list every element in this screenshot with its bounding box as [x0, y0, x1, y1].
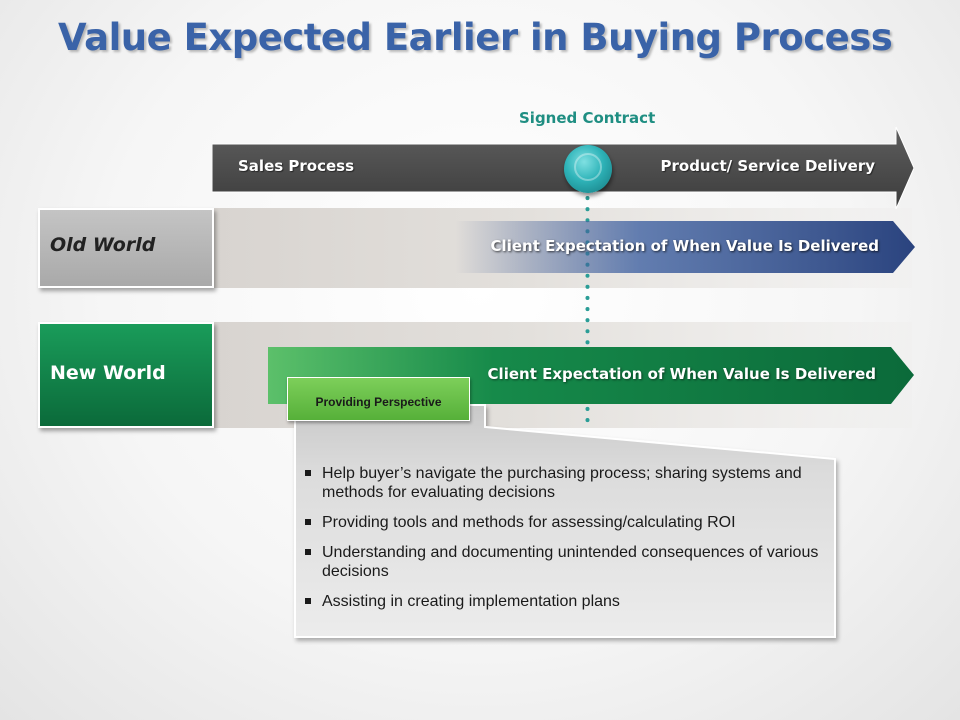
milestone-inner-ring	[574, 153, 602, 181]
new-world-box	[38, 322, 214, 428]
old-world-expectation-arrow	[455, 221, 915, 273]
bullet-square-icon	[305, 519, 311, 525]
bullet-text: Providing tools and methods for assessin…	[322, 514, 736, 531]
product-service-delivery-label: Product/ Service Delivery	[660, 157, 876, 175]
signed-contract-label: Signed Contract	[519, 109, 656, 127]
old-world-box	[38, 208, 214, 288]
old-world-expectation-label: Client Expectation of When Value Is Deli…	[490, 237, 879, 255]
perspective-callout-box	[294, 404, 836, 638]
bullet-item: Assisting in creating implementation pla…	[305, 592, 825, 611]
bullet-item: Help buyer’s navigate the purchasing pro…	[305, 464, 825, 502]
bullet-square-icon	[305, 549, 311, 555]
bullet-text: Understanding and documenting unintended…	[322, 544, 819, 580]
bullet-square-icon	[305, 470, 311, 476]
new-world-expectation-label: Client Expectation of When Value Is Deli…	[487, 365, 876, 383]
bullet-square-icon	[305, 598, 311, 604]
new-world-label: New World	[50, 362, 166, 384]
providing-perspective-label: Providing Perspective	[315, 395, 442, 409]
bullet-item: Understanding and documenting unintended…	[305, 543, 825, 581]
bullet-item: Providing tools and methods for assessin…	[305, 513, 825, 532]
bullet-text: Assisting in creating implementation pla…	[322, 593, 620, 610]
old-world-label: Old World	[50, 234, 156, 256]
bullet-text: Help buyer’s navigate the purchasing pro…	[322, 465, 802, 501]
sales-process-label: Sales Process	[238, 157, 355, 175]
perspective-bullet-list: Help buyer’s navigate the purchasing pro…	[305, 464, 825, 622]
providing-perspective-tab	[287, 377, 470, 421]
page-title: Value Expected Earlier in Buying Process	[58, 16, 893, 59]
sales-process-arrow	[212, 127, 914, 209]
